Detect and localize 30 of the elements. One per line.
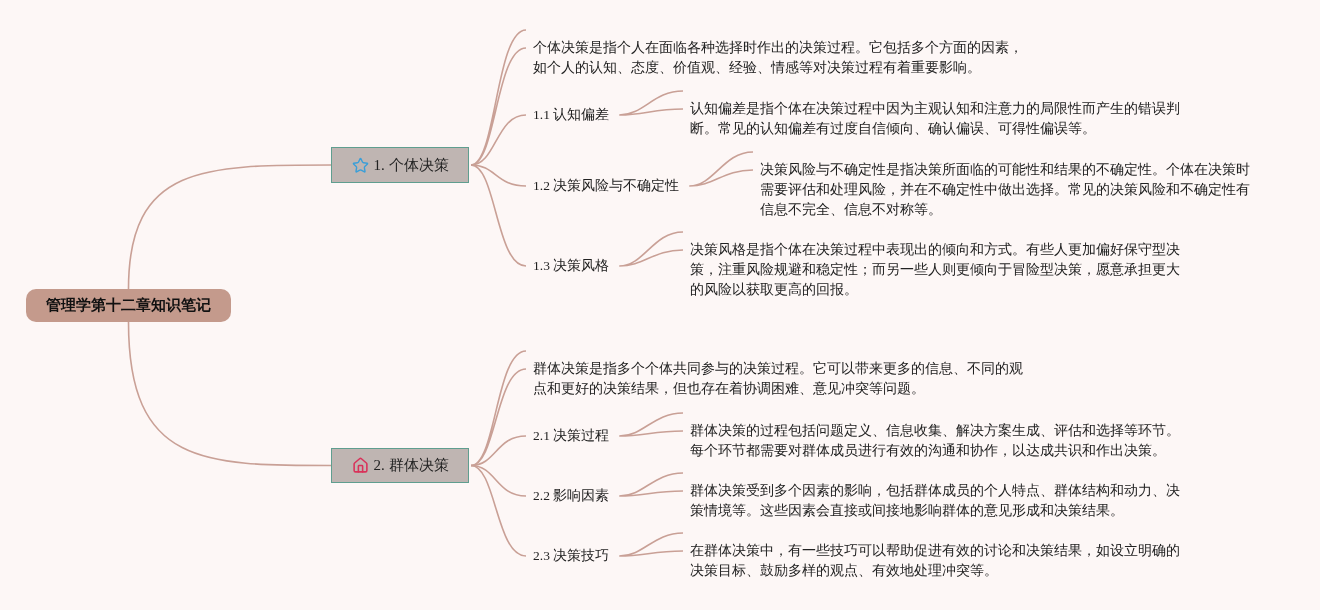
note-text: 群体决策的过程包括问题定义、信息收集、解决方案生成、评估和选择等环节。每个环节都需要对群体成员进行有效的沟通和协作，以达成共识和作出决策。 <box>690 421 1186 461</box>
note-text: 个体决策是指个人在面临各种选择时作出的决策过程。它包括多个方面的因素，如个人的认知、态度、价值观、经验、情感等对决策过程有着重要影响。 <box>533 38 1029 78</box>
topic-label: 1. 个体决策 <box>373 155 449 175</box>
subtopic-label: 2.1 决策过程 <box>533 426 610 446</box>
branch-line <box>688 151 754 187</box>
branch-line <box>618 412 684 437</box>
note-text: 认知偏差是指个体在决策过程中因为主观认知和注意力的局限性而产生的错误判断。常见的认知偏差有过度自信倾向、确认偏误、可得性偏误等。 <box>690 99 1186 139</box>
branch-line <box>127 164 332 290</box>
note-text: 决策风格是指个体在决策过程中表现出的倾向和方式。有些人更加偏好保守型决策，注重风险规避和稳定性；而另一些人则更倾向于冒险型决策，愿意承担更大的风险以获取更高的回报。 <box>690 240 1186 300</box>
central-topic: 管理学第十二章知识笔记 <box>26 289 231 322</box>
subtopic-label: 1.3 决策风格 <box>533 256 610 276</box>
branch-line <box>127 321 332 467</box>
branch-line <box>618 472 684 497</box>
subtopic-label: 1.1 认知偏差 <box>533 105 610 125</box>
subtopic-label: 2.3 决策技巧 <box>533 546 610 566</box>
note-text: 群体决策是指多个个体共同参与的决策过程。它可以带来更多的信息、不同的观点和更好的决策结果，但也存在着协调困难、意见冲突等问题。 <box>533 359 1029 399</box>
branch-line <box>470 464 527 557</box>
subtopic-label: 1.2 决策风险与不确定性 <box>533 176 680 196</box>
subtopic-label: 2.2 影响因素 <box>533 486 610 506</box>
branch-line <box>618 231 684 267</box>
note-text: 群体决策受到多个因素的影响，包括群体成员的个人特点、群体结构和动力、决策情境等。这些因素会直接或间接地影响群体的意见形成和决策结果。 <box>690 481 1186 521</box>
branch-line <box>618 90 684 116</box>
branch-line <box>470 350 527 467</box>
note-text: 决策风险与不确定性是指决策所面临的可能性和结果的不确定性。个体在决策时需要评估和处理风险，并在不确定性中做出选择。常见的决策风险和不确定性有信息不完全、信息不对称等。 <box>760 160 1256 220</box>
branch-line <box>470 164 527 267</box>
branch-line <box>618 532 684 557</box>
topic-box <box>331 147 469 183</box>
topic-label: 2. 群体决策 <box>373 456 449 475</box>
topic-box <box>331 448 469 483</box>
note-text: 在群体决策中，有一些技巧可以帮助促进有效的讨论和决策结果，如设立明确的决策目标、鼓励多样的观点、有效地处理冲突等。 <box>690 541 1186 581</box>
